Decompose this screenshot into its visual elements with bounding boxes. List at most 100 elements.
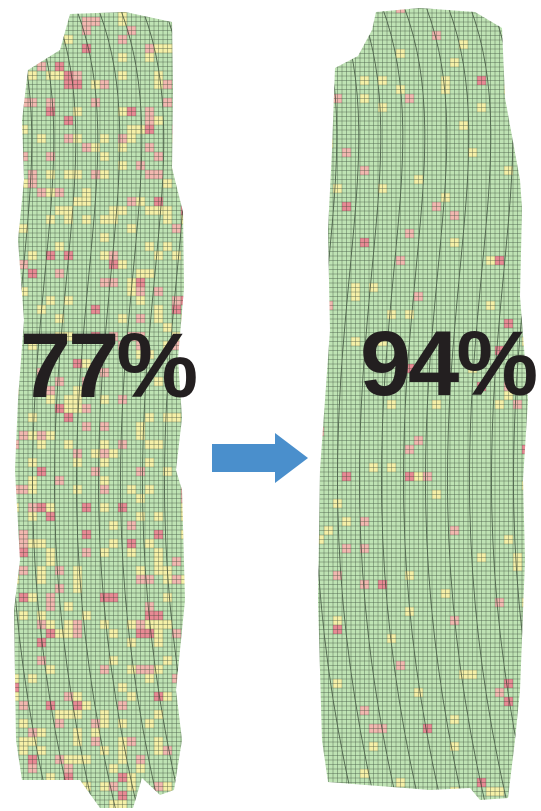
mesh-cell xyxy=(318,355,324,364)
mesh-cell xyxy=(73,791,82,800)
mesh-cell xyxy=(181,692,185,701)
mesh-cell xyxy=(378,796,387,800)
mesh-cell xyxy=(19,791,28,800)
mesh-cell xyxy=(181,62,185,71)
mesh-cell xyxy=(181,674,185,683)
mesh-cell xyxy=(405,805,414,811)
mesh-cell xyxy=(14,44,19,53)
mesh-cell xyxy=(14,179,19,188)
feature-line xyxy=(141,12,183,808)
feature-line xyxy=(53,12,95,808)
mesh-cell xyxy=(318,796,324,800)
mesh-cell xyxy=(531,283,540,292)
mesh-cell xyxy=(46,782,55,791)
quality-percentage-after: 94% xyxy=(360,313,538,415)
feature-line xyxy=(205,4,245,811)
mesh-cell xyxy=(495,8,504,13)
mesh-cell xyxy=(324,139,333,148)
mesh-cell xyxy=(324,796,333,800)
mesh-cell xyxy=(531,670,540,679)
feature-line xyxy=(97,12,139,808)
mesh-cell xyxy=(459,796,468,800)
mesh-cell xyxy=(181,125,185,134)
feature-line xyxy=(252,8,292,811)
mesh-cell xyxy=(181,746,185,755)
mesh-cell xyxy=(360,796,369,800)
mesh-cell xyxy=(55,782,64,791)
mesh-cell xyxy=(14,386,19,395)
mesh-cell xyxy=(181,494,185,503)
feature-line xyxy=(0,8,6,811)
feature-line xyxy=(271,4,311,811)
mesh-cell xyxy=(318,760,324,769)
feature-line xyxy=(446,8,488,800)
mesh-cell xyxy=(163,800,172,808)
mesh-cell xyxy=(14,791,19,800)
mesh-cell xyxy=(73,800,82,808)
mesh-cell xyxy=(172,17,181,26)
feature-line xyxy=(468,8,510,800)
feature-line xyxy=(75,12,117,808)
mesh-cell xyxy=(14,377,19,386)
mesh-cell xyxy=(181,53,185,62)
mesh-cell xyxy=(522,724,528,733)
mesh-cell xyxy=(522,481,528,490)
mesh-cell xyxy=(441,796,450,800)
feature-line xyxy=(380,8,422,800)
mesh-cell xyxy=(318,148,324,157)
feature-line xyxy=(274,8,314,811)
feature-line xyxy=(535,4,541,811)
mesh-cell xyxy=(181,485,185,494)
mesh-cell xyxy=(19,17,28,26)
feature-line xyxy=(249,4,289,811)
mesh-cell xyxy=(172,125,181,134)
mesh-cell xyxy=(504,85,513,94)
mesh-cell xyxy=(441,805,450,811)
mesh-cell xyxy=(181,773,185,782)
mesh-cell xyxy=(14,143,19,152)
mesh-cell xyxy=(318,427,324,436)
mesh-cell xyxy=(14,269,19,278)
feature-line xyxy=(227,4,267,811)
mesh-cell xyxy=(181,467,185,476)
mesh-cell xyxy=(14,125,19,134)
mesh-cell xyxy=(181,719,185,728)
feature-line xyxy=(336,8,378,800)
mesh-cell xyxy=(14,296,19,305)
mesh-grid xyxy=(205,4,541,811)
mesh-cell xyxy=(333,787,342,796)
mesh-cell xyxy=(172,134,181,143)
mesh-cell xyxy=(531,292,540,301)
mesh-cell xyxy=(172,44,181,53)
feature-line xyxy=(31,12,73,808)
mesh-cell xyxy=(450,805,459,811)
mesh-cell xyxy=(46,17,55,26)
quality-percentage-before: 77% xyxy=(20,315,198,417)
mesh-cell xyxy=(37,782,46,791)
mesh-cell xyxy=(46,35,55,44)
mesh-cell xyxy=(531,130,540,139)
mesh-cell xyxy=(531,787,540,796)
mesh-cell xyxy=(387,805,396,811)
arrow-icon xyxy=(212,433,308,483)
mesh-cell xyxy=(396,796,405,800)
mesh-cell xyxy=(19,12,28,17)
mesh-cell xyxy=(181,44,185,53)
mesh-cell xyxy=(14,548,19,557)
mesh-cell xyxy=(19,26,28,35)
feature-line xyxy=(230,8,270,811)
mesh-cell xyxy=(14,98,19,107)
feature-line xyxy=(424,8,466,800)
mesh-cell xyxy=(181,89,185,98)
mesh-cell xyxy=(181,152,185,161)
mesh-cell xyxy=(14,224,19,233)
mesh-cell xyxy=(19,62,28,71)
mesh-cell xyxy=(181,116,185,125)
mesh-cell xyxy=(37,44,46,53)
mesh-cell xyxy=(145,800,154,808)
mesh-cell xyxy=(531,499,540,508)
feature-line xyxy=(119,12,161,808)
feature-line xyxy=(208,8,248,811)
mesh-cell xyxy=(19,44,28,53)
